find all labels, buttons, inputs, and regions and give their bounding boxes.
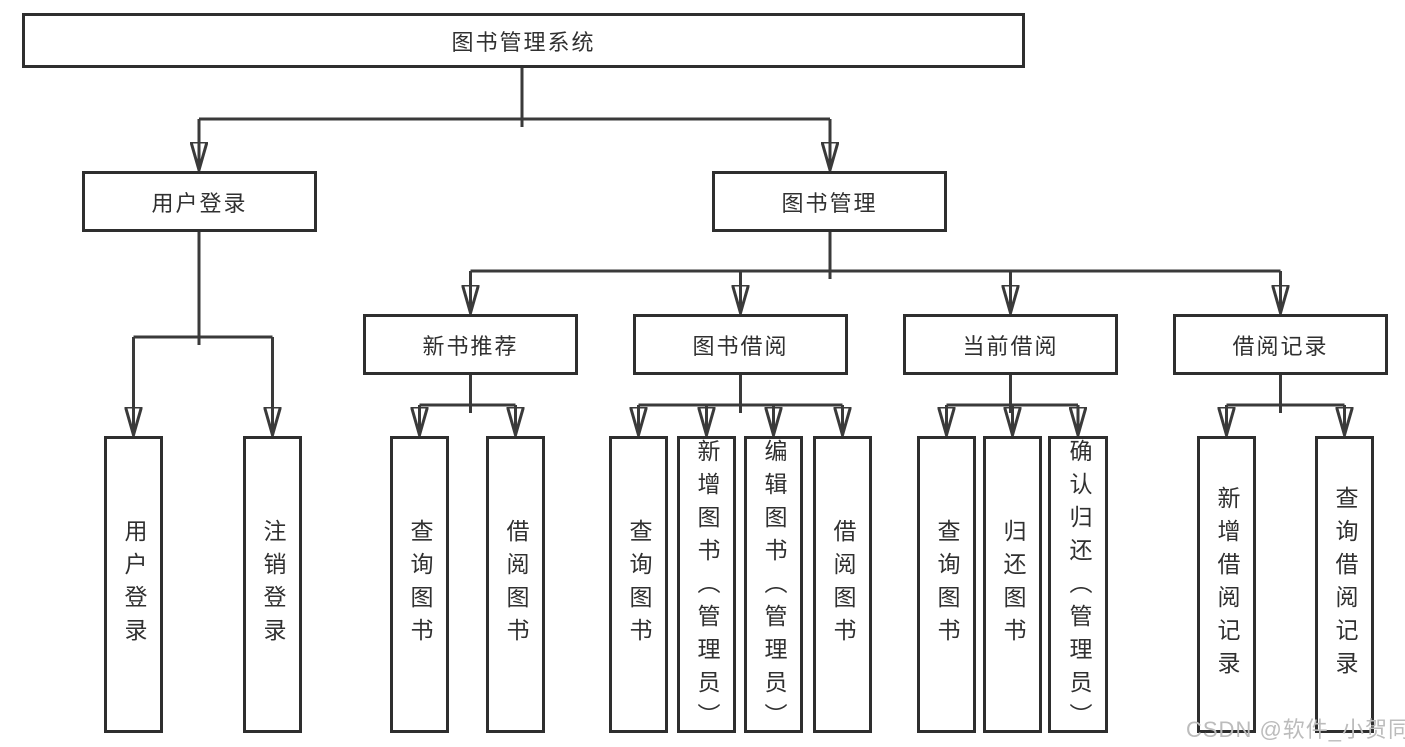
node-current-borrow: 当前借阅 xyxy=(903,314,1118,375)
leaf-borrow-query-book: 查询图书 xyxy=(609,436,668,733)
node-book-management: 图书管理 xyxy=(712,171,947,232)
leaf-newbook-query-book: 查询图书 xyxy=(390,436,449,733)
node-new-book-recommend: 新书推荐 xyxy=(363,314,578,375)
node-book-borrow: 图书借阅 xyxy=(633,314,848,375)
leaf-logout: 注销登录 xyxy=(243,436,302,733)
leaf-newbook-borrow-book: 借阅图书 xyxy=(486,436,545,733)
leaf-user-login: 用户登录 xyxy=(104,436,163,733)
leaf-borrow-borrow-book: 借阅图书 xyxy=(813,436,872,733)
leaf-current-return-book: 归还图书 xyxy=(983,436,1042,733)
node-borrow-record: 借阅记录 xyxy=(1173,314,1388,375)
leaf-current-query-book: 查询图书 xyxy=(917,436,976,733)
leaf-records-add-record: 新增借阅记录 xyxy=(1197,436,1256,733)
leaf-records-query-record: 查询借阅记录 xyxy=(1315,436,1374,733)
leaf-current-confirm-return-admin: 确认归还（管理员） xyxy=(1048,436,1108,736)
node-root: 图书管理系统 xyxy=(22,13,1025,68)
node-user-login: 用户登录 xyxy=(82,171,317,232)
leaf-borrow-add-book-admin: 新增图书（管理员） xyxy=(677,436,736,736)
leaf-borrow-edit-book-admin: 编辑图书（管理员） xyxy=(744,436,803,736)
csdn-watermark: CSDN @软件_小贺同学 xyxy=(1186,717,1405,742)
